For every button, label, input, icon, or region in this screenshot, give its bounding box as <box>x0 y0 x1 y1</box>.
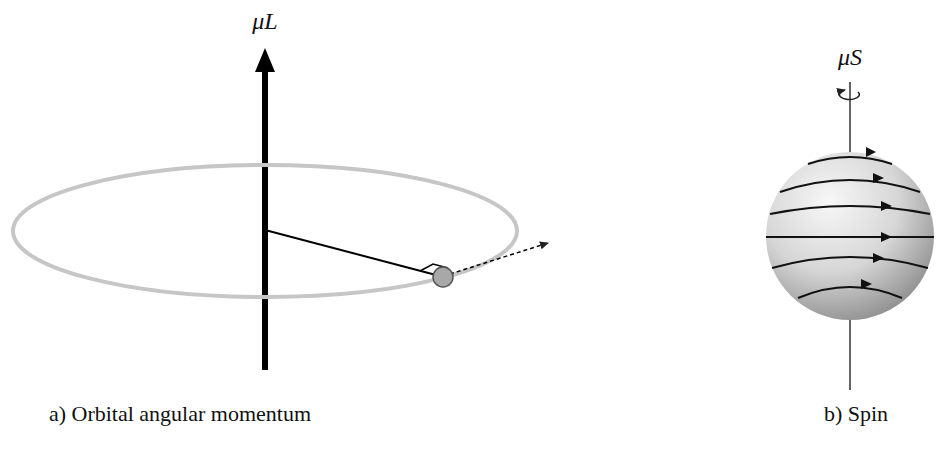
flow-line <box>780 180 920 192</box>
axis-arrowhead <box>255 48 275 72</box>
flow-arrowhead <box>873 253 884 263</box>
axis-label: μS <box>838 44 862 70</box>
electron-dot <box>433 267 453 287</box>
rotation-arrow <box>839 90 859 100</box>
orbit-figure <box>13 48 548 370</box>
axis-label: μL <box>252 8 277 34</box>
velocity-arrow <box>450 243 548 274</box>
flow-line <box>766 236 934 238</box>
panel-caption: b) Spin <box>824 402 888 426</box>
panel-caption: a) Orbital angular momentum <box>49 402 311 426</box>
flow-arrowhead <box>861 279 872 289</box>
flow-arrowhead <box>881 232 892 242</box>
flow-arrowhead <box>873 173 884 183</box>
spin-figure <box>766 82 934 390</box>
spin-sphere <box>766 152 934 320</box>
flow-line <box>808 157 892 164</box>
orbit-ellipse <box>13 165 517 297</box>
flow-line <box>798 287 902 298</box>
flow-line <box>772 257 928 268</box>
flow-line <box>770 206 930 214</box>
flow-arrowhead <box>866 147 876 157</box>
moment-axis <box>262 70 268 370</box>
flow-arrowhead <box>881 201 892 211</box>
radius-line <box>265 230 436 275</box>
